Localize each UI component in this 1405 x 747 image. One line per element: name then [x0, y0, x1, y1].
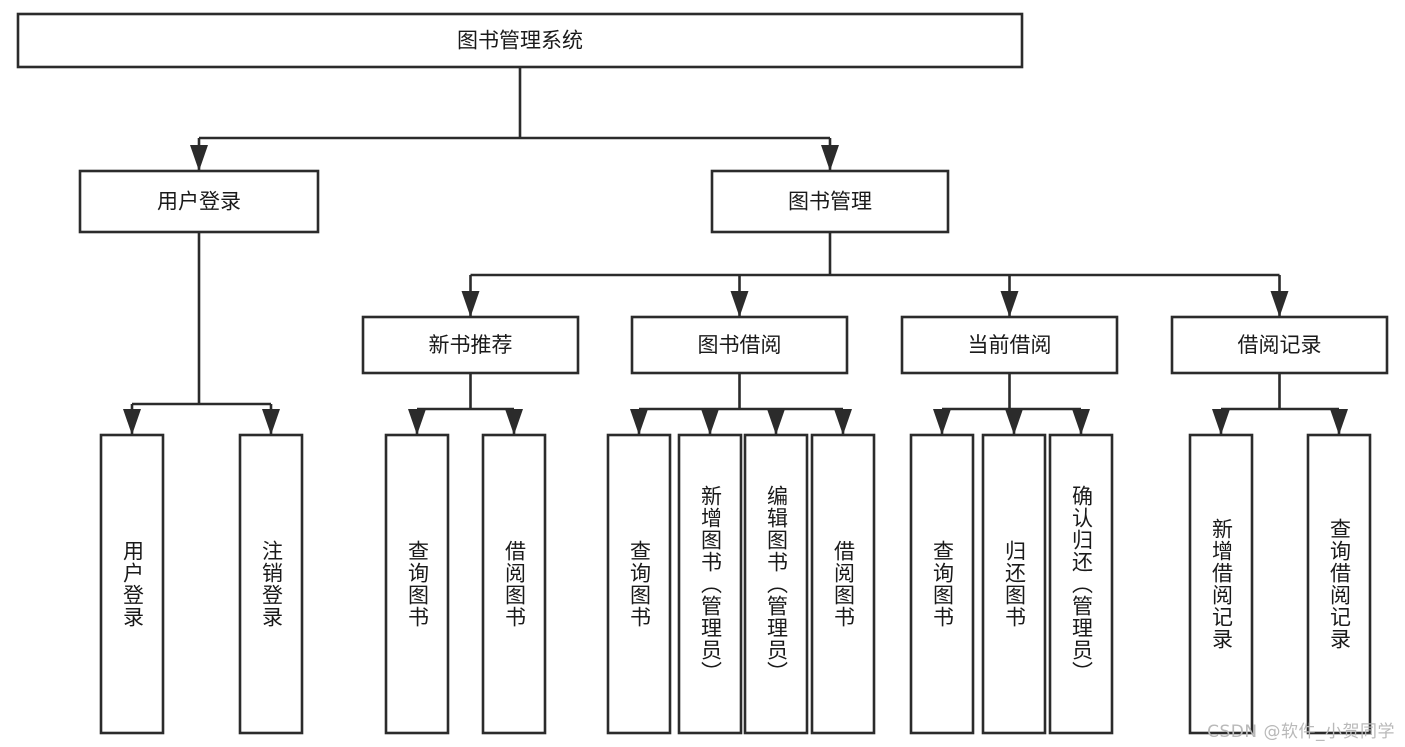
arrow-head-g-current-borrow-2	[1072, 409, 1090, 435]
node-box-book-manage[interactable]	[710, 169, 950, 234]
node-box-current-borrow[interactable]	[900, 315, 1119, 375]
node-label-book-borrow: 图书借阅	[698, 333, 782, 357]
arrow-head-g-user-login-0	[123, 409, 141, 435]
boxes-layer	[16, 12, 1389, 735]
arrow-head-g-borrow-record-1	[1330, 409, 1348, 435]
node-box-root[interactable]	[16, 12, 1024, 69]
node-box-leaf-query-book-borrow[interactable]	[606, 433, 672, 735]
watermark-text: CSDN @软件_小贺同学	[1207, 722, 1395, 742]
node-box-leaf-confirm-return[interactable]	[1048, 433, 1114, 735]
node-box-leaf-borrow-book-recommend[interactable]	[481, 433, 547, 735]
arrow-head-root-1	[821, 145, 839, 171]
arrow-head-bm-2	[1000, 291, 1019, 317]
node-label-current-borrow: 当前借阅	[968, 333, 1052, 357]
node-box-book-borrow[interactable]	[630, 315, 849, 375]
arrow-head-bm-1	[730, 291, 749, 317]
node-box-leaf-add-borrow-record[interactable]	[1188, 433, 1254, 735]
node-box-leaf-add-book[interactable]	[677, 433, 743, 735]
arrow-head-g-current-borrow-0	[933, 409, 951, 435]
node-label-user-login: 用户登录	[157, 190, 241, 214]
node-box-leaf-return-book[interactable]	[981, 433, 1047, 735]
node-box-leaf-query-borrow-record[interactable]	[1306, 433, 1372, 735]
node-box-borrow-record[interactable]	[1170, 315, 1389, 375]
node-box-leaf-query-book-recommend[interactable]	[384, 433, 450, 735]
node-label-new-book-recommend: 新书推荐	[429, 333, 513, 357]
node-box-leaf-user-login[interactable]	[99, 433, 165, 735]
arrow-head-g-book-borrow-2	[767, 409, 785, 435]
arrow-head-g-borrow-record-0	[1212, 409, 1230, 435]
arrow-head-g-current-borrow-1	[1005, 409, 1023, 435]
node-box-user-login[interactable]	[78, 169, 320, 234]
arrow-head-g-new-book-recommend-0	[408, 409, 426, 435]
arrow-head-g-user-login-1	[262, 409, 280, 435]
node-box-leaf-edit-book[interactable]	[743, 433, 809, 735]
node-label-book-manage: 图书管理	[788, 190, 872, 214]
arrow-head-root-0	[190, 145, 208, 171]
arrow-head-g-book-borrow-1	[701, 409, 719, 435]
arrow-head-g-book-borrow-0	[630, 409, 648, 435]
node-label-borrow-record: 借阅记录	[1238, 333, 1322, 357]
arrow-head-bm-3	[1270, 291, 1289, 317]
arrow-head-g-book-borrow-3	[834, 409, 852, 435]
node-box-new-book-recommend[interactable]	[361, 315, 580, 375]
node-label-root: 图书管理系统	[457, 29, 583, 53]
node-box-leaf-logout[interactable]	[238, 433, 304, 735]
connectors-layer	[123, 67, 1348, 435]
node-box-leaf-query-book-current[interactable]	[909, 433, 975, 735]
node-box-leaf-borrow-book[interactable]	[810, 433, 876, 735]
arrow-head-bm-0	[461, 291, 480, 317]
arrow-head-g-new-book-recommend-1	[505, 409, 523, 435]
